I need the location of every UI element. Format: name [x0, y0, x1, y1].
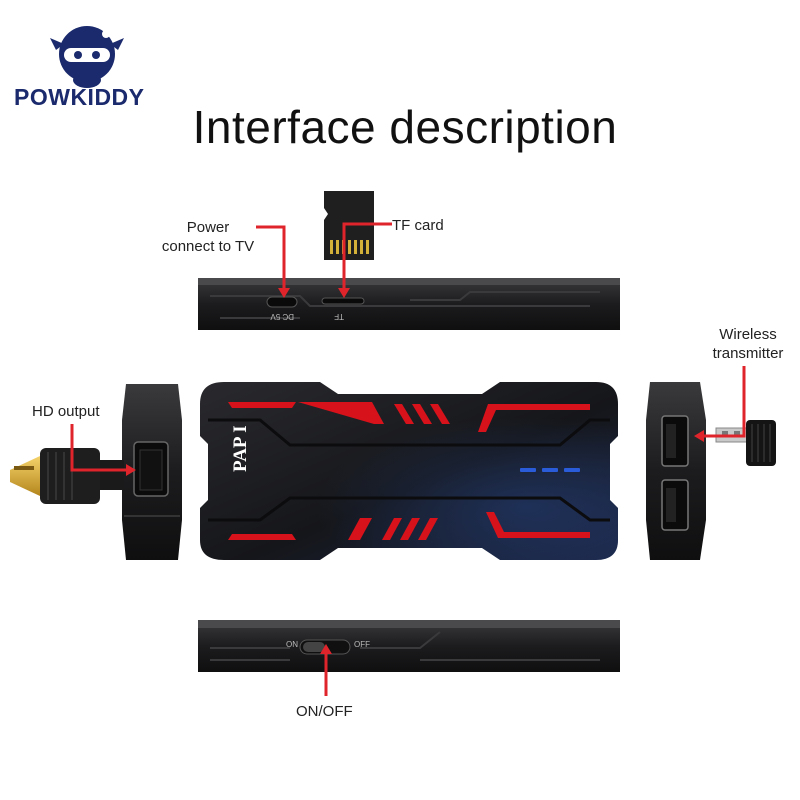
- device-bottom-view: ON OFF: [198, 620, 620, 672]
- wireless-dongle-icon: [715, 420, 776, 466]
- power-callout-line-1: Power: [186, 219, 230, 236]
- ninja-mascot-logo: [50, 26, 124, 88]
- led-indicators: [520, 468, 580, 472]
- device-left-end: [122, 384, 182, 560]
- callout-lines: [70, 222, 746, 696]
- wireless-callout-line-2: transmitter: [712, 345, 784, 362]
- tf-card-callout-label: TF card: [392, 217, 444, 234]
- hd-output-callout-label: HD output: [32, 403, 100, 420]
- wireless-callout-line-1: Wireless: [719, 326, 777, 343]
- device-right-end: [646, 382, 706, 560]
- red-accent-top: [228, 402, 590, 432]
- red-accent-bottom: [228, 512, 590, 540]
- page-title: Interface description: [192, 101, 618, 153]
- device-top-view: DC 5V TF: [198, 278, 620, 330]
- device-name-text: PAP I: [230, 425, 251, 472]
- wireless-callout-label: Wireless transmitter: [700, 325, 796, 363]
- hdmi-connector-icon: [10, 448, 124, 504]
- switch-off-label: OFF: [354, 640, 370, 649]
- switch-on-label: ON: [286, 640, 298, 649]
- tf-port-label: TF: [334, 312, 344, 321]
- brand-logo-text: POWKIDDY: [14, 84, 145, 110]
- device-front-view: PAP I: [200, 382, 618, 560]
- power-callout-line-2: connect to TV: [161, 238, 255, 255]
- power-callout-label: Power connect to TV: [150, 218, 266, 256]
- dc-port-label: DC 5V: [270, 312, 294, 321]
- on-off-callout-label: ON/OFF: [296, 703, 353, 720]
